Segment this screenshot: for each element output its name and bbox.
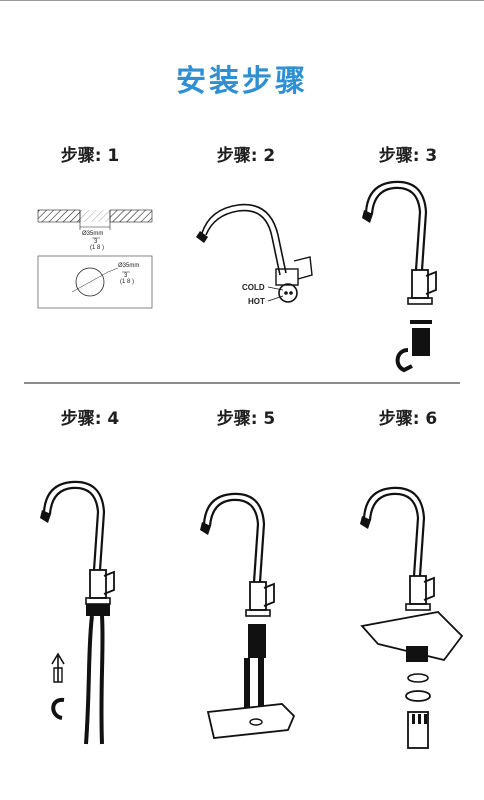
page-title: 安装步骤 (176, 64, 308, 99)
faucet-icon (38, 480, 116, 606)
frac-bottom-den: (1 8 ) (120, 279, 134, 285)
cold-label: COLD (242, 283, 265, 292)
faucet-icon (198, 492, 276, 618)
step-2-label: 步骤: 2 (216, 146, 276, 166)
connector-icon (412, 328, 430, 356)
hole-dia-bottom: Ø35mm (118, 263, 139, 269)
hole-gap (80, 210, 110, 222)
mounting-plate-icon (360, 611, 464, 662)
up-arrow-icon (51, 652, 65, 682)
step-6-faucet-nut (358, 486, 464, 749)
faucet-icon (201, 203, 287, 274)
counter-section-right (109, 209, 153, 223)
counter-plan-view (37, 255, 153, 309)
step-3-label: 步骤: 3 (378, 146, 438, 166)
step-1-label: 步骤: 1 (60, 146, 120, 166)
step-4-faucet-hoses (38, 480, 116, 745)
step-5-label: 步骤: 5 (216, 409, 276, 429)
step-1-hole-diagram: Ø35mm 3 (1 8 ) Ø35mm 3 (1 8 ) (37, 209, 153, 309)
faucet-icon (358, 486, 436, 612)
step-3-faucet (360, 180, 438, 373)
frac-top-num: 3 (94, 239, 98, 245)
washer-icon (407, 673, 429, 683)
hot-label: HOT (248, 297, 265, 306)
section-divider (24, 382, 460, 384)
frac-top-den: (1 8 ) (90, 245, 104, 251)
step-2-wall-faucet: COLD HOT (196, 203, 313, 306)
counter-section-left (37, 209, 81, 223)
frac-bottom-num: 3 (124, 273, 128, 279)
hose-icon (395, 348, 413, 373)
hole-dia-top: Ø35mm (82, 231, 103, 237)
hole-circle (75, 267, 105, 297)
faucet-icon (360, 180, 438, 306)
step-6-label: 步骤: 6 (378, 409, 438, 429)
step-5-faucet-plate (198, 492, 296, 739)
step-4-label: 步骤: 4 (60, 409, 120, 429)
top-rule (0, 0, 484, 1)
hose-icon (84, 615, 94, 745)
